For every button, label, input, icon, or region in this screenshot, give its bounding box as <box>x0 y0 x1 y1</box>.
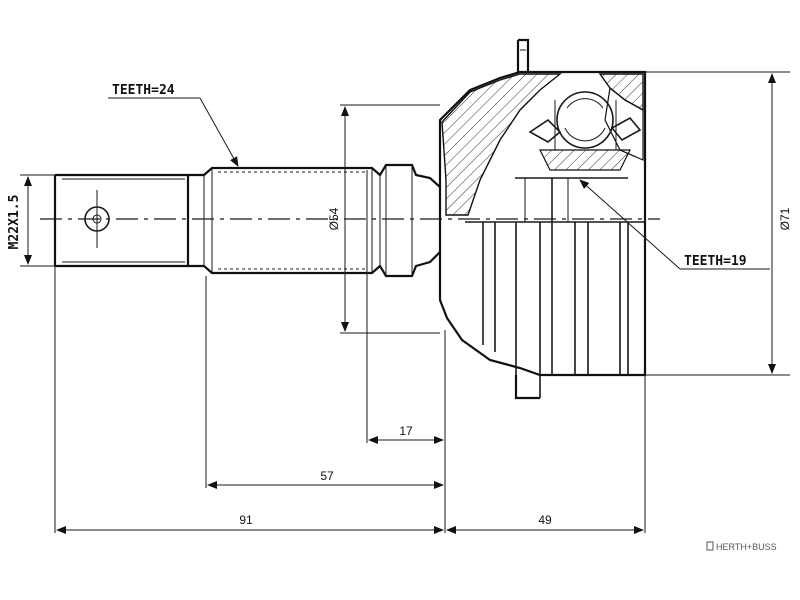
len-49-label: 49 <box>538 513 552 527</box>
dim-91: 91 <box>56 513 444 534</box>
teeth-19-label: TEETH=19 <box>684 254 747 269</box>
dim-57: 57 <box>207 469 444 489</box>
spline-shaft <box>188 163 441 278</box>
dim-body-diameter: Ø71 <box>645 71 792 376</box>
bell-housing <box>438 38 647 400</box>
teeth-24-label: TEETH=24 <box>112 83 175 98</box>
dim-shaft-diameter: Ø54 <box>327 104 440 334</box>
callout-teeth-24: TEETH=24 <box>108 83 239 167</box>
ball-cage <box>528 91 642 171</box>
thread-label: M22X1.5 <box>7 195 22 250</box>
len-17-label: 17 <box>399 424 413 438</box>
len-91-label: 91 <box>239 513 253 527</box>
brand-watermark: HERTH+BUSS <box>706 541 777 552</box>
ball <box>556 91 614 149</box>
callout-teeth-19: TEETH=19 <box>579 179 770 270</box>
threaded-end <box>53 173 190 268</box>
len-57-label: 57 <box>320 469 334 483</box>
body-diameter-label: Ø71 <box>778 207 792 230</box>
dim-17: 17 <box>368 424 444 444</box>
shaft-diameter-label: Ø54 <box>327 207 341 230</box>
dim-49: 49 <box>446 513 644 534</box>
dim-thread: M22X1.5 <box>7 174 55 267</box>
watermark-label: HERTH+BUSS <box>716 542 777 552</box>
